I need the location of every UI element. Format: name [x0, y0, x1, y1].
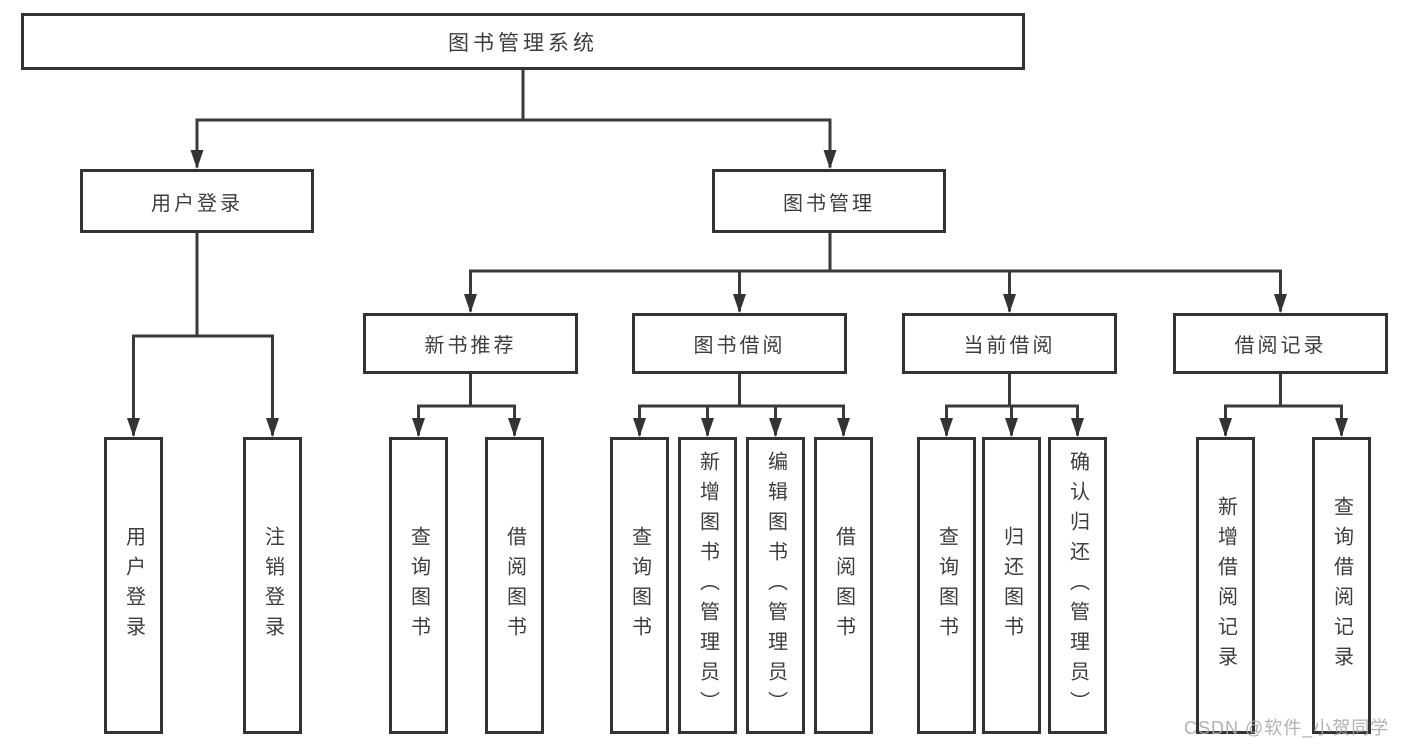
leaf-add-books-admin: 新增图书（管理员） [678, 437, 737, 734]
leaf-return-books: 归还图书 [982, 437, 1041, 734]
leaf-query-books-current: 查询图书 [917, 437, 976, 734]
leaf-label: 查询图书 [407, 525, 430, 646]
leaf-label: 查询借阅记录 [1330, 495, 1353, 676]
leaf-borrow-books: 借阅图书 [814, 437, 873, 734]
connector-root-to-level2 [195, 68, 832, 168]
node-new-book-recommendation: 新书推荐 [363, 313, 578, 374]
connector-new-book-children [417, 372, 516, 436]
leaf-logout: 注销登录 [243, 437, 302, 734]
leaf-user-login: 用户登录 [104, 437, 163, 734]
leaf-confirm-return-admin: 确认归还（管理员） [1048, 437, 1107, 734]
leaf-label: 新增图书（管理员） [696, 450, 719, 721]
node-book-management: 图书管理 [712, 169, 946, 233]
leaf-label: 归还图书 [1000, 525, 1023, 646]
leaf-label: 注销登录 [261, 525, 284, 646]
node-borrowing-records: 借阅记录 [1173, 313, 1388, 374]
leaf-label: 用户登录 [122, 525, 145, 646]
leaf-borrow-books-recommend: 借阅图书 [485, 437, 544, 734]
leaf-label: 借阅图书 [503, 525, 526, 646]
connector-user-login-children [132, 231, 274, 436]
leaf-query-books-borrow: 查询图书 [610, 437, 669, 734]
leaf-label: 编辑图书（管理员） [764, 450, 787, 721]
node-library-management-system: 图书管理系统 [21, 13, 1025, 70]
leaf-label: 查询图书 [628, 525, 651, 646]
leaf-label: 查询图书 [935, 525, 958, 646]
node-book-borrowing: 图书借阅 [632, 313, 847, 374]
leaf-query-books-recommend: 查询图书 [389, 437, 448, 734]
connector-book-borrow-children [638, 372, 845, 436]
leaf-label: 新增借阅记录 [1214, 495, 1237, 676]
leaf-edit-books-admin: 编辑图书（管理员） [746, 437, 805, 734]
leaf-label: 借阅图书 [832, 525, 855, 646]
connector-book-management-children [469, 231, 1282, 312]
leaf-query-borrow-record: 查询借阅记录 [1312, 437, 1371, 734]
leaf-label: 确认归还（管理员） [1066, 450, 1089, 721]
leaf-add-borrow-record: 新增借阅记录 [1196, 437, 1255, 734]
node-current-borrowing: 当前借阅 [902, 313, 1117, 374]
csdn-watermark: CSDN @软件_小贺同学 [1184, 718, 1390, 738]
node-user-login: 用户登录 [80, 169, 314, 233]
connector-borrow-record-children [1224, 372, 1343, 436]
